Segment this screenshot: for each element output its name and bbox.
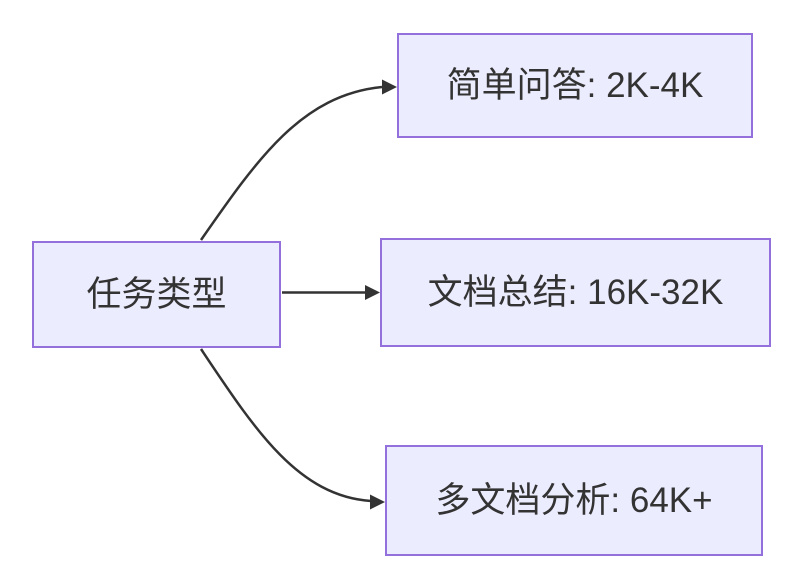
node-simple-qa: 简单问答: 2K-4K — [397, 33, 753, 138]
node-multi-doc-analysis-label: 多文档分析: 64K+ — [435, 480, 713, 520]
arrowhead-icon — [382, 79, 397, 95]
edge-line — [199, 348, 372, 503]
arrowhead-icon — [370, 494, 385, 510]
node-doc-summary-label: 文档总结: 16K-32K — [427, 272, 724, 312]
node-doc-summary: 文档总结: 16K-32K — [380, 238, 771, 347]
node-task-type: 任务类型 — [32, 241, 281, 348]
arrowhead-icon — [365, 285, 380, 300]
edge-line — [199, 85, 383, 241]
edge-task-type-to-multi-doc — [199, 348, 385, 510]
node-task-type-label: 任务类型 — [86, 274, 227, 314]
edge-task-type-to-doc-summary — [282, 285, 380, 300]
edge-task-type-to-simple-qa — [199, 79, 397, 241]
node-simple-qa-label: 简单问答: 2K-4K — [446, 65, 704, 105]
node-multi-doc-analysis: 多文档分析: 64K+ — [385, 445, 763, 556]
